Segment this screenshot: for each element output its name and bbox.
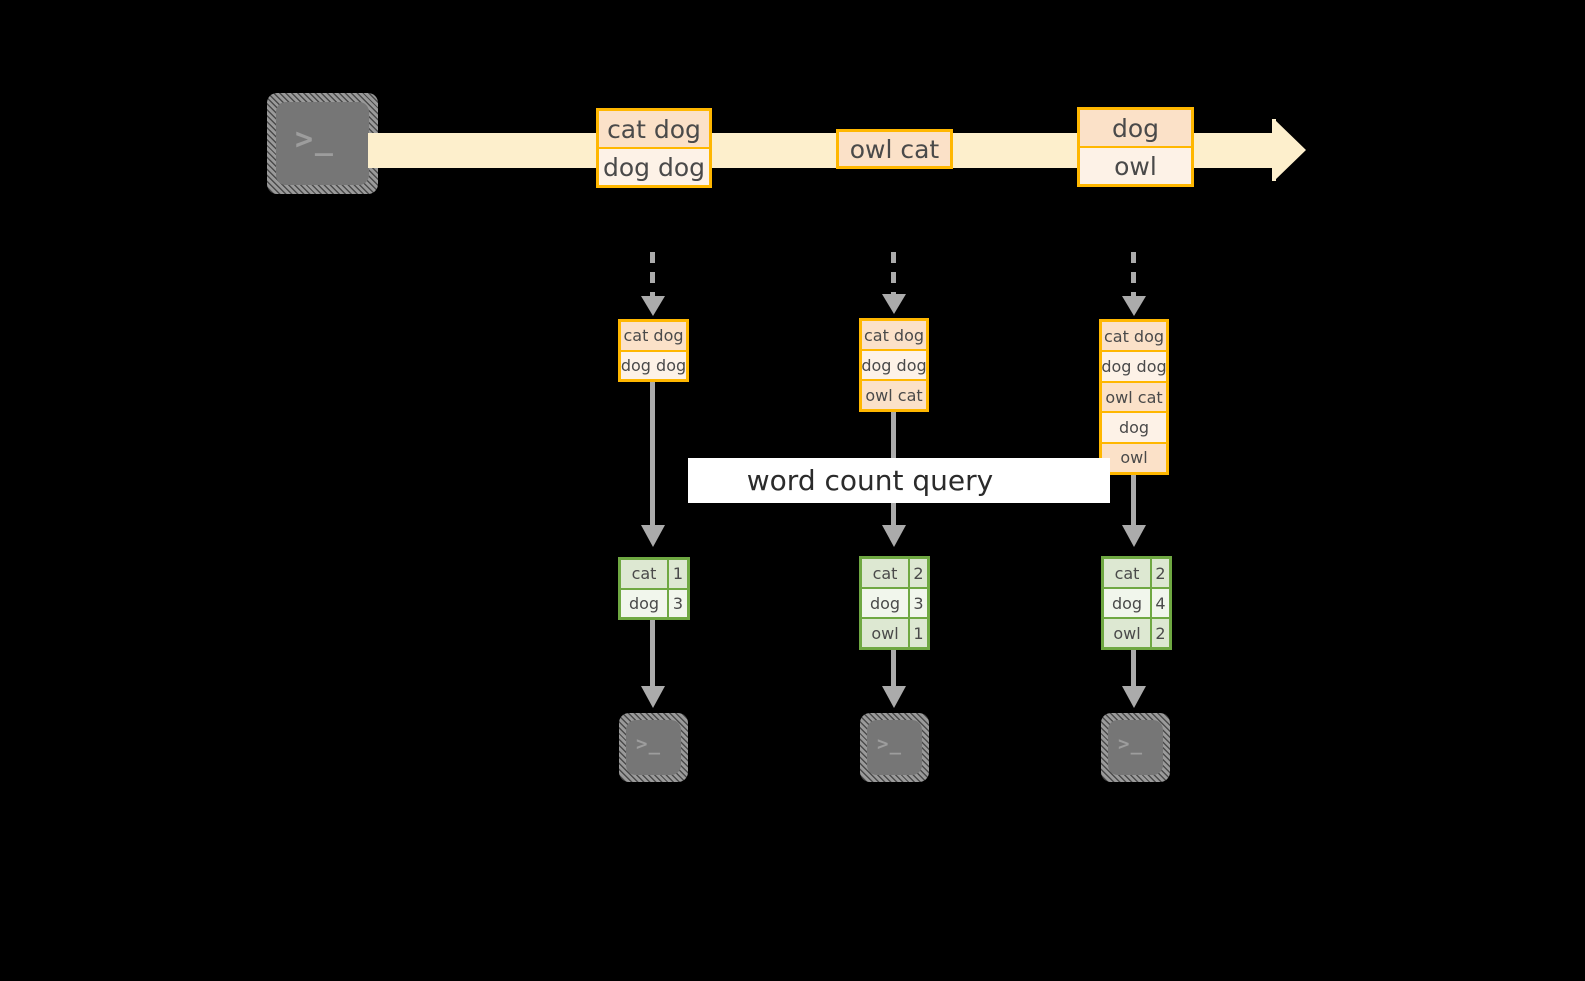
snapshot-3-sink-line	[1131, 650, 1136, 690]
snapshot-2-input-table: cat dog dog dog owl cat	[859, 318, 929, 412]
result-count-cell: 2	[908, 559, 927, 587]
snapshot-1-input-table: cat dog dog dog	[618, 319, 689, 382]
stream-record-group-1: cat dog dog dog	[596, 108, 712, 188]
terminal-face	[276, 102, 369, 185]
terminal-face	[1108, 720, 1163, 775]
result-count-cell: 3	[908, 589, 927, 617]
snapshot-1-result-table: cat 1 dog 3	[618, 557, 690, 620]
source-terminal-icon: >_	[267, 93, 378, 194]
result-word-cell: cat	[631, 564, 657, 584]
snapshot-2-tap-line	[891, 252, 896, 298]
result-count-cell: 1	[908, 619, 927, 647]
result-count-cell: 4	[1150, 589, 1169, 617]
result-word-cell: cat	[1114, 563, 1140, 583]
terminal-prompt-glyph: >_	[636, 733, 662, 755]
snapshot-3-tap-arrowhead	[1122, 296, 1146, 316]
snapshot-3-input-line: cat dog	[1102, 322, 1166, 351]
snapshot-1-input-line: cat dog	[621, 322, 686, 350]
snapshot-3-query-line	[1131, 475, 1136, 530]
snapshot-2-result-table: cat 2 dog 3 owl 1	[859, 556, 930, 650]
snapshot-1-sink-line	[650, 620, 655, 690]
table-row: owl 1	[862, 617, 927, 647]
snapshot-3-query-arrowhead	[1122, 525, 1146, 547]
snapshot-2-sink-arrowhead	[882, 686, 906, 708]
snapshot-3-input-line: owl	[1102, 441, 1166, 473]
snapshot-2-sink-terminal-icon: >_	[860, 713, 929, 782]
result-word-cell: owl	[1113, 623, 1141, 643]
snapshot-3-sink-terminal-icon: >_	[1101, 713, 1170, 782]
stream-record-line: dog dog	[599, 147, 709, 185]
terminal-prompt-glyph: >_	[295, 122, 335, 157]
result-word-cell: dog	[628, 593, 660, 613]
snapshot-3-input-line: owl cat	[1102, 380, 1166, 412]
snapshot-2-input-line: cat dog	[862, 321, 926, 349]
snapshot-3-tap-line	[1131, 252, 1136, 300]
snapshot-3-input-line: dog dog	[1101, 350, 1167, 381]
snapshot-1-tap-arrowhead	[641, 296, 665, 316]
query-banner-label: word count query	[746, 464, 994, 497]
result-count-cell: 3	[667, 589, 687, 617]
table-row: dog 3	[621, 587, 687, 617]
snapshot-1-tap-line	[650, 252, 655, 300]
snapshot-1-sink-arrowhead	[641, 686, 665, 708]
result-word-cell: dog	[1111, 593, 1143, 613]
snapshot-3-sink-arrowhead	[1122, 686, 1146, 708]
terminal-prompt-glyph: >_	[1118, 733, 1144, 755]
stream-record-line: owl cat	[839, 132, 950, 166]
snapshot-1-input-line: dog dog	[621, 349, 686, 379]
table-row: owl 2	[1104, 617, 1169, 647]
result-count-cell: 1	[667, 560, 687, 588]
snapshot-3-input-line: dog	[1102, 411, 1166, 442]
snapshot-1-sink-terminal-icon: >_	[619, 713, 688, 782]
result-count-cell: 2	[1150, 559, 1169, 587]
stream-record-line: cat dog	[599, 111, 709, 147]
snapshot-2-tap-arrowhead	[882, 294, 906, 314]
result-word-cell: dog	[869, 593, 901, 613]
stream-record-group-2: owl cat	[836, 129, 953, 169]
table-row: dog 3	[862, 587, 927, 617]
result-word-cell: cat	[872, 563, 898, 583]
table-row: dog 4	[1104, 587, 1169, 617]
snapshot-2-input-line: dog dog	[861, 349, 927, 379]
snapshot-2-input-line: owl cat	[862, 379, 926, 409]
snapshot-2-query-arrowhead	[882, 525, 906, 547]
terminal-prompt-glyph: >_	[877, 733, 903, 755]
stream-arrow-head	[1274, 119, 1309, 181]
query-banner: word count query	[688, 458, 1110, 503]
table-row: cat 2	[862, 559, 927, 587]
snapshot-3-result-table: cat 2 dog 4 owl 2	[1101, 556, 1172, 650]
stream-record-line: dog	[1080, 110, 1191, 146]
terminal-face	[626, 720, 681, 775]
snapshot-1-query-line	[650, 382, 655, 530]
snapshot-1-query-arrowhead	[641, 525, 665, 547]
snapshot-3-input-table: cat dog dog dog owl cat dog owl	[1099, 319, 1169, 475]
result-word-cell: owl	[871, 623, 899, 643]
stream-record-group-3: dog owl	[1077, 107, 1194, 187]
snapshot-2-sink-line	[891, 650, 896, 690]
table-row: cat 1	[621, 560, 687, 588]
result-count-cell: 2	[1150, 619, 1169, 647]
table-row: cat 2	[1104, 559, 1169, 587]
stream-record-line: owl	[1080, 146, 1191, 184]
terminal-face	[867, 720, 922, 775]
